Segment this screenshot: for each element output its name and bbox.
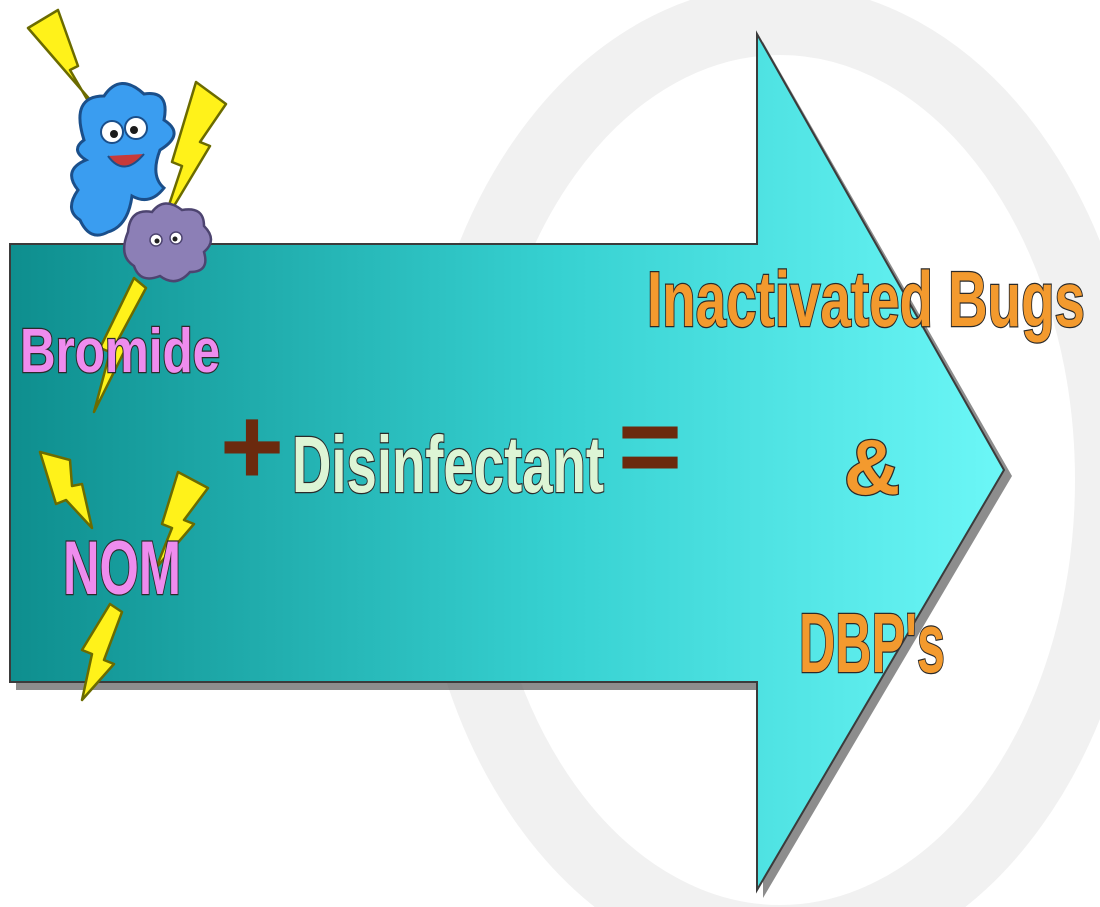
output-ampersand: & [844,423,900,511]
disinfectant-label: Disinfectant [292,420,604,509]
output-inactivated-bugs: Inactivated Bugs [647,255,1085,343]
equals-operator: = [618,385,682,508]
bromide-label: Bromide [20,317,220,386]
purple-cartoon-bug-icon [122,202,213,283]
output-dbps: DBP's [799,596,945,690]
plus-operator: + [220,385,284,508]
nom-label: NOM [63,526,181,611]
blue-cartoon-bug-icon [70,82,176,237]
flow-arrow [9,30,1006,894]
